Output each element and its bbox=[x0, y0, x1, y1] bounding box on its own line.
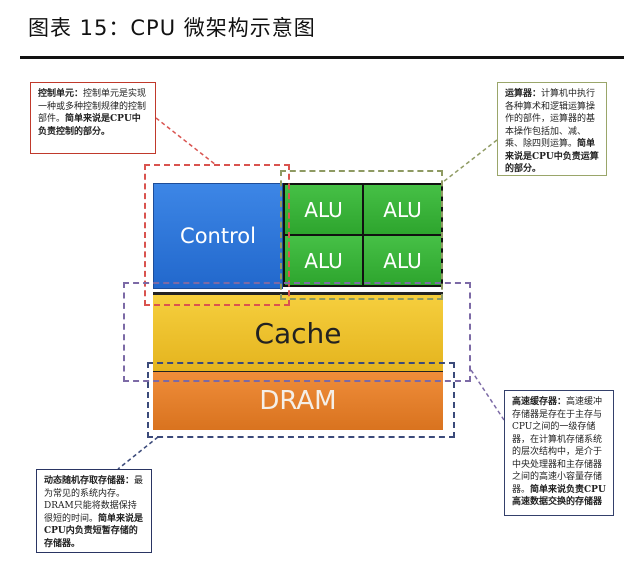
note-summary: 简单来说是CPU内负责短暂存储的存储器。 bbox=[44, 513, 144, 549]
control-unit-note: 控制单元：控制单元是实现一种或多种控制规律的控制部件。简单来说是CPU中负责控制… bbox=[30, 82, 156, 154]
alu-grid: ALU ALU ALU ALU bbox=[283, 183, 443, 287]
note-summary: 简单来说是CPU中负责运算的部分。 bbox=[505, 139, 599, 174]
title-divider bbox=[20, 56, 624, 59]
note-body: 高速缓冲存储器是存在于主存与CPU之间的一级存储器，在计算机存储系统的层次结构中… bbox=[512, 397, 603, 495]
alu-highlight bbox=[280, 170, 443, 300]
dram-unit-note: 动态随机存取存储器：最为常见的系统内存。DRAM只能将数据保持很短的时间。简单来… bbox=[36, 469, 152, 553]
cache-unit-note: 高速缓存器：高速缓冲存储器是存在于主存与CPU之间的一级存储器，在计算机存储系统… bbox=[504, 390, 614, 516]
alu-connector bbox=[442, 139, 498, 183]
note-heading: 运算器： bbox=[505, 89, 542, 99]
note-body: 控制单元是实现一种或多种控制规律的控制部件。 bbox=[38, 89, 147, 124]
figure-title: 图表 15：CPU 微架构示意图 bbox=[28, 16, 316, 40]
note-summary: 简单来说负责CPU高速数据交换的存储器 bbox=[512, 484, 606, 508]
note-heading: 高速缓存器： bbox=[512, 397, 567, 407]
note-heading: 动态随机存取存储器： bbox=[44, 476, 135, 486]
note-body: 最为常见的系统内存。DRAM只能将数据保持很短的时间。 bbox=[44, 476, 144, 524]
note-heading: 控制单元： bbox=[38, 89, 84, 99]
alu-block: ALU bbox=[285, 185, 362, 234]
cache-connector bbox=[470, 369, 505, 421]
alu-block: ALU bbox=[364, 236, 441, 285]
cache-highlight bbox=[123, 282, 471, 382]
control-highlight bbox=[144, 164, 290, 306]
alu-block: ALU bbox=[285, 236, 362, 285]
dram-connector bbox=[117, 436, 159, 470]
note-summary: 简单来说是CPU中负责控制的部分。 bbox=[38, 114, 141, 137]
control-connector bbox=[155, 117, 217, 166]
note-body: 计算机中执行各种算术和逻辑运算操作的部件，运算器的基本操作包括加、减、乘、除四则… bbox=[505, 89, 596, 149]
alu-unit-note: 运算器：计算机中执行各种算术和逻辑运算操作的部件，运算器的基本操作包括加、减、乘… bbox=[497, 82, 607, 176]
alu-block: ALU bbox=[364, 185, 441, 234]
control-block: Control bbox=[153, 183, 283, 289]
dram-highlight bbox=[147, 362, 455, 438]
